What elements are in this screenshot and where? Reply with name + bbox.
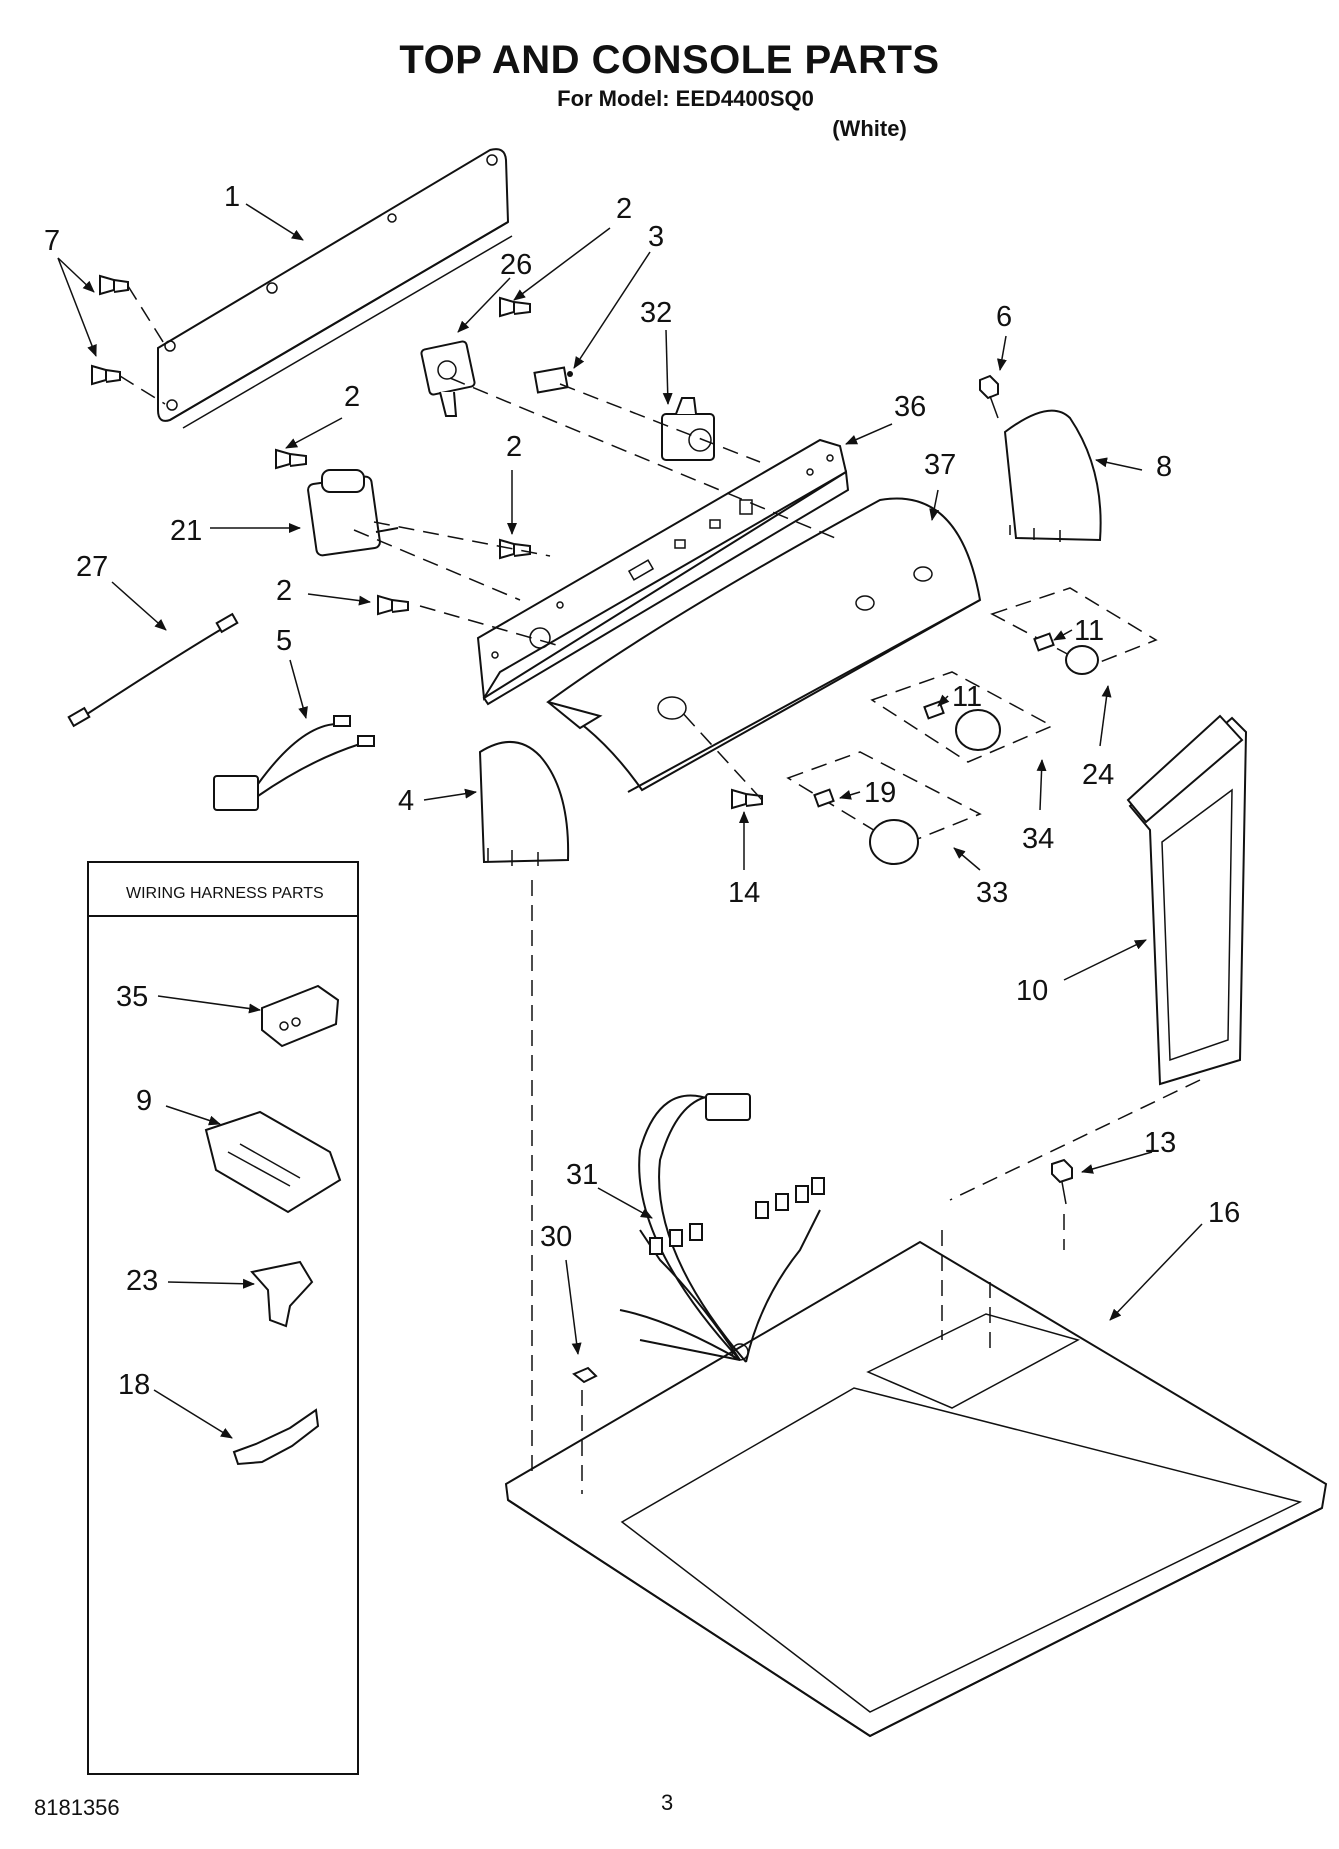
callout-label: 30	[540, 1221, 572, 1253]
callout-label: 21	[170, 515, 202, 547]
callout-label: 3	[648, 221, 664, 253]
screw-13-part	[1051, 1158, 1073, 1205]
screw-2-parts	[275, 296, 531, 616]
callout-label: 23	[126, 1265, 158, 1297]
callout-label: 26	[500, 249, 532, 281]
callout-leaders	[57, 203, 1203, 1439]
wire-27-part	[67, 612, 239, 728]
assembly-lines	[353, 377, 1201, 1494]
callout-labels: 1 2 3 26 32 6 7 36 8 37 2 2 21 27 2 5 11…	[44, 181, 1240, 1401]
top-cabinet-16-part	[504, 1240, 1328, 1738]
callout-label: 16	[1208, 1197, 1240, 1229]
callout-label: 2	[276, 575, 292, 607]
callout-label: 33	[976, 877, 1008, 909]
clip-30-part	[572, 1366, 598, 1384]
callout-label: 27	[76, 551, 108, 583]
page-number: 3	[661, 1790, 674, 1815]
knob-kit-33-part	[786, 751, 982, 865]
callout-label: 1	[224, 181, 240, 213]
screw-6-part	[979, 374, 999, 419]
callout-label: 6	[996, 301, 1012, 333]
callout-label: 11	[952, 681, 982, 713]
callout-label: 35	[116, 981, 148, 1013]
rear-panel-part	[157, 148, 513, 429]
model-label: For Model: EED4400SQ0	[557, 86, 814, 111]
callout-label: 14	[728, 877, 760, 909]
screw-7-parts	[91, 274, 166, 405]
page-title: TOP AND CONSOLE PARTS	[399, 38, 940, 82]
wiring-box-title: WIRING HARNESS PARTS	[126, 885, 324, 902]
callout-label: 7	[44, 225, 60, 257]
callout-label: 36	[894, 391, 926, 423]
callout-label: 5	[276, 625, 292, 657]
callout-label: 2	[616, 193, 632, 225]
callout-label: 24	[1082, 759, 1114, 791]
callout-label: 11	[1074, 615, 1104, 647]
callout-label: 31	[566, 1159, 598, 1191]
callout-label: 4	[398, 785, 414, 817]
switch-32-part	[661, 397, 715, 461]
lint-screen-10-part	[1126, 714, 1248, 1086]
callout-label: 13	[1144, 1127, 1176, 1159]
callout-label: 37	[924, 449, 956, 481]
wiring-harness-box: WIRING HARNESS PARTS	[87, 861, 359, 1775]
callout-label: 10	[1016, 975, 1048, 1007]
connector-3-part	[533, 366, 573, 394]
end-cap-4-part	[478, 740, 570, 866]
end-cap-8-part	[1003, 409, 1102, 542]
callout-label: 34	[1022, 823, 1054, 855]
knob-kit-24-part	[990, 587, 1158, 675]
callout-label: 2	[506, 431, 522, 463]
harness-5-part	[213, 715, 375, 811]
callout-label: 19	[864, 777, 896, 809]
document-number: 8181356	[34, 1795, 120, 1820]
screw-14-part	[731, 788, 763, 810]
wiring-harness-31-part	[619, 1093, 825, 1363]
color-label: (White)	[832, 116, 907, 141]
callout-label: 8	[1156, 451, 1172, 483]
callout-label: 9	[136, 1085, 152, 1117]
callout-label: 32	[640, 297, 672, 329]
callout-label: 18	[118, 1369, 150, 1401]
knob-kit-34-part	[870, 671, 1054, 763]
callout-label: 2	[344, 381, 360, 413]
timer-21-part	[307, 469, 399, 557]
console-37-part	[546, 497, 982, 793]
switch-26-part	[420, 340, 476, 417]
